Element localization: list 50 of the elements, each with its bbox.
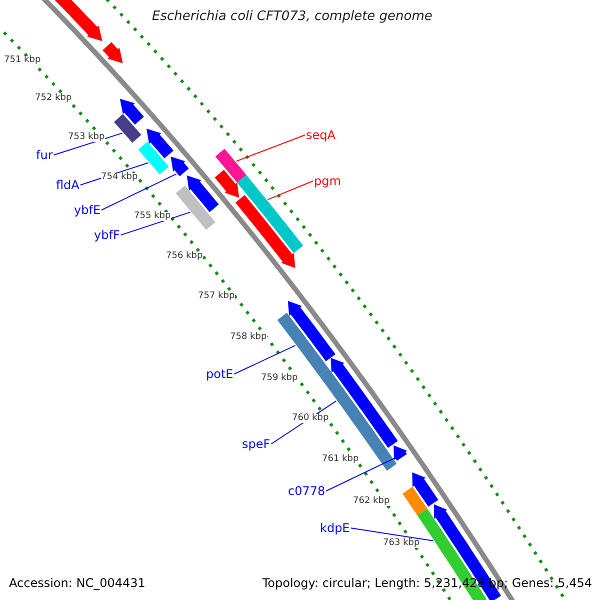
gene-label: speF — [242, 438, 270, 450]
position-label: 761 kbp — [322, 455, 359, 464]
gene-block — [402, 486, 428, 516]
position-label: 755 kbp — [134, 212, 171, 221]
gene-label: fur — [36, 149, 53, 161]
position-label: 754 kbp — [101, 173, 138, 182]
position-label: 752 kbp — [35, 94, 72, 103]
leader-line — [120, 212, 191, 236]
gene-feature — [120, 98, 144, 125]
gene-block — [138, 142, 169, 174]
gene-label: ybfE — [74, 204, 101, 216]
position-label: 759 kbp — [261, 374, 298, 383]
position-label: 756 kbp — [166, 252, 203, 261]
gene-label: fldA — [56, 179, 80, 191]
gene-feature — [412, 472, 438, 507]
leader-line — [101, 173, 177, 210]
gene-label: potE — [206, 368, 234, 380]
leader-line — [234, 344, 296, 374]
position-label: 758 kbp — [230, 333, 267, 342]
leader-line — [267, 180, 314, 200]
gene-feature — [146, 128, 174, 158]
position-label: 762 kbp — [353, 497, 390, 506]
gene-feature — [330, 358, 398, 448]
position-label: 753 kbp — [68, 133, 105, 142]
gene-feature — [235, 195, 296, 268]
gene-block — [215, 148, 246, 183]
gene-feature — [394, 445, 408, 461]
gene-feature — [102, 42, 123, 64]
gene-label: pgm — [314, 175, 341, 187]
gene-label: kdpE — [320, 522, 350, 534]
gene-feature — [170, 156, 189, 176]
gene-block — [237, 175, 304, 253]
gene-block — [114, 114, 142, 143]
leader-line — [326, 458, 395, 492]
leader-line — [236, 134, 306, 162]
gene-block — [176, 186, 216, 230]
position-label: 751 kbp — [4, 56, 41, 65]
gene-label: seqA — [306, 129, 336, 141]
gene-feature — [186, 175, 219, 212]
position-label: 763 kbp — [383, 539, 420, 548]
accession-text: Accession: NC_004431 — [9, 577, 146, 589]
leader-line — [350, 528, 434, 542]
leader-line — [53, 132, 123, 156]
gene-feature — [214, 170, 240, 198]
gene-feature — [288, 300, 336, 362]
gene-label: ybfF — [94, 229, 120, 241]
position-label: 760 kbp — [292, 414, 329, 423]
map-title: Escherichia coli CFT073, complete genome — [152, 10, 432, 23]
position-label: 757 kbp — [198, 292, 235, 301]
gene-label: c0778 — [288, 485, 326, 497]
